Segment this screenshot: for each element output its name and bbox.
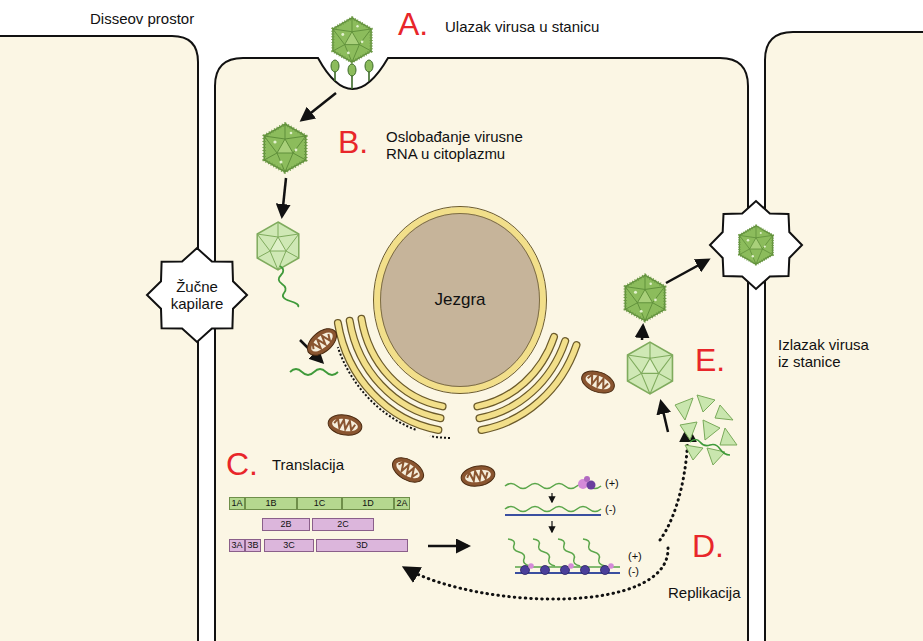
node-text: 2B xyxy=(280,519,291,529)
step-arrow xyxy=(666,260,708,283)
protein-box: 2C xyxy=(312,518,374,531)
virus-endosome xyxy=(264,124,306,172)
star-shape xyxy=(147,248,247,342)
replication-strands xyxy=(505,476,620,575)
virus-capsid xyxy=(628,342,673,394)
cell-membrane xyxy=(0,36,198,641)
node-text: 3B xyxy=(247,540,258,550)
dotted-arrow xyxy=(660,428,688,540)
step-arrow xyxy=(302,93,336,120)
node-text: 2A xyxy=(396,498,407,508)
node-text: 3A xyxy=(231,540,242,550)
step-letter: A. xyxy=(398,6,428,43)
protein-box: 2A xyxy=(394,497,410,510)
step-letter: C. xyxy=(226,446,258,483)
protein-box: 3D xyxy=(316,539,408,552)
virus-exiting xyxy=(739,226,772,264)
step-label: Oslobađanje virusne RNA u citoplazmu xyxy=(386,128,546,163)
virus-uncoating xyxy=(257,222,299,270)
nuclear-envelope xyxy=(377,210,543,390)
node-text: 1C xyxy=(314,498,326,508)
protein-box: 3C xyxy=(264,539,314,552)
viral-rna xyxy=(290,369,338,375)
node-text: Jezgra xyxy=(434,290,485,310)
strand-sign: (+) xyxy=(605,477,619,490)
step-letter: E. xyxy=(695,342,725,379)
envelope-edge xyxy=(374,207,547,394)
virus-entry xyxy=(333,18,371,62)
protein-box: 3A xyxy=(229,539,245,552)
step-arrow xyxy=(661,402,668,432)
dotted-arrow xyxy=(405,548,668,599)
neighbour-cell xyxy=(765,32,923,641)
step-label: Ulazak virusa u stanicu xyxy=(445,18,599,35)
virus-mature xyxy=(625,275,665,321)
capsid-fragments xyxy=(675,395,737,465)
step-arrow xyxy=(282,178,286,216)
strand-sign: (-) xyxy=(628,565,639,578)
node-text: 3D xyxy=(356,540,368,550)
step-label: Replikacija xyxy=(668,584,741,601)
receptors xyxy=(331,60,373,89)
protein-box: 1B xyxy=(245,497,297,510)
step-arrow xyxy=(428,545,468,548)
protein-box: 1D xyxy=(342,497,394,510)
protein-box: 1A xyxy=(229,497,245,510)
node-text: 1D xyxy=(362,498,374,508)
step-label: Izlazak virusa iz stanice xyxy=(778,336,878,371)
envelope-edge xyxy=(381,214,540,387)
node-text: 2C xyxy=(337,519,349,529)
node-text: 1B xyxy=(265,498,276,508)
step-label: Translacija xyxy=(272,456,344,473)
viral-rna xyxy=(690,440,730,456)
cell-membrane xyxy=(765,32,923,641)
cell-membrane xyxy=(215,58,748,641)
strand-sign: (+) xyxy=(628,550,642,563)
protein-box: 2B xyxy=(262,518,310,531)
viral-rna xyxy=(279,266,299,307)
protein-box: 3B xyxy=(245,539,261,552)
bile-canaliculus: Žučne kapilare xyxy=(145,246,249,344)
strand-sign: (-) xyxy=(605,503,616,516)
step-letter: B. xyxy=(338,124,368,161)
step-arrow xyxy=(642,326,643,340)
region-label: Disseov prostor xyxy=(90,10,194,27)
node-text: 1A xyxy=(231,498,242,508)
hepatocyte xyxy=(215,58,748,641)
node-text: 3C xyxy=(283,540,295,550)
bile-canaliculus xyxy=(710,201,802,289)
neighbour-cell xyxy=(0,36,198,641)
node-text: Žučne kapilare xyxy=(164,278,230,313)
step-letter: D. xyxy=(692,528,724,565)
protein-box: 1C xyxy=(297,497,342,510)
nucleus: Jezgra xyxy=(372,205,548,395)
